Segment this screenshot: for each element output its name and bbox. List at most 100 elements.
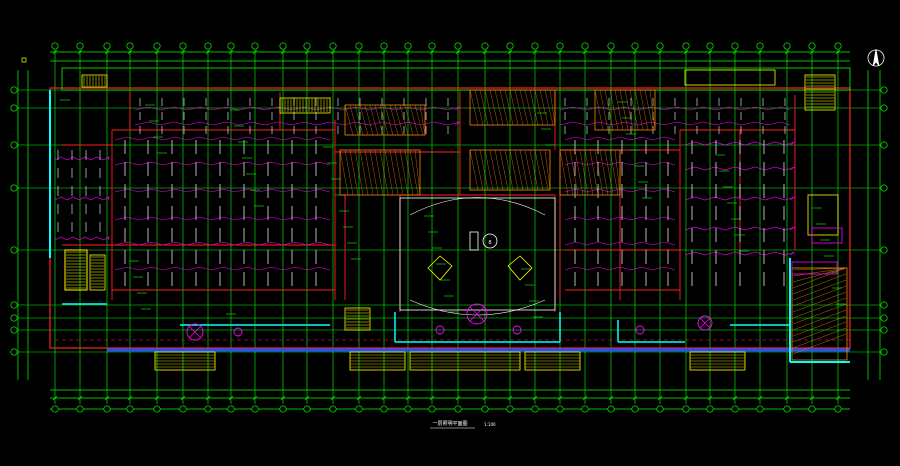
dimension-tick: [280, 49, 286, 55]
grid-bubble-icon: [179, 42, 187, 50]
atrium-label: 8: [488, 240, 491, 246]
dimension-tick: [205, 49, 211, 55]
grid-bubble-icon: [428, 42, 436, 50]
hatch-line: [504, 89, 514, 126]
hatch-line: [414, 104, 424, 136]
hatch-line: [594, 149, 604, 196]
grid-bubble-icon: [355, 42, 363, 50]
hatch-line: [344, 149, 354, 196]
hatch-line: [419, 104, 426, 136]
grid-bubble-icon: [454, 42, 462, 50]
grid-bubble-icon: [656, 42, 664, 50]
fixture-circle-icon: [435, 325, 445, 335]
hatch-line: [534, 149, 544, 191]
hatch-line: [629, 89, 639, 131]
grid-bubble-icon: [631, 405, 639, 413]
grid-bubble-icon: [428, 405, 436, 413]
fixture-circle-icon: [635, 325, 645, 335]
lighting-circuit: [54, 236, 110, 241]
equipment-panel: [791, 261, 838, 275]
dimension-tick: [127, 395, 133, 401]
hatch-line: [519, 149, 529, 191]
grid-bubble-icon: [153, 405, 161, 413]
dimension-tick: [252, 395, 258, 401]
dimension-tick: [205, 395, 211, 401]
dimension-tick: [608, 395, 614, 401]
dimension-tick: [784, 395, 790, 401]
grid-bubble-icon: [808, 405, 816, 413]
hatch-line: [634, 89, 644, 131]
grid-bubble-icon: [10, 141, 18, 149]
atrium-arc: [409, 197, 546, 216]
dimension-tick: [104, 49, 110, 55]
hatch-line: [594, 89, 604, 131]
grid-bubble-icon: [126, 42, 134, 50]
dimension-tick: [657, 395, 663, 401]
dimension-tick: [732, 395, 738, 401]
stair-icon: [684, 69, 776, 86]
dimension-tick: [280, 395, 286, 401]
grid-bubble-icon: [731, 42, 739, 50]
grid-bubble-icon: [607, 42, 615, 50]
grid-bubble-icon: [607, 405, 615, 413]
grid-bubble-icon: [783, 42, 791, 50]
lighting-circuit: [134, 106, 461, 111]
fixture-circle-icon: [233, 327, 243, 337]
hatch-line: [559, 149, 569, 196]
equipment-panel: [811, 227, 843, 244]
lighting-circuit: [564, 216, 676, 221]
hatch-line: [394, 149, 404, 196]
dimension-tick: [683, 395, 689, 401]
dimension-tick: [330, 395, 336, 401]
fixture-circle-icon: [697, 315, 713, 331]
hatch-line: [364, 104, 374, 136]
grid-bubble-icon: [880, 104, 888, 112]
grid-bubble-icon: [76, 42, 84, 50]
legend-marker: [21, 57, 27, 63]
grid-bubble-icon: [581, 405, 589, 413]
hatch-line: [549, 89, 556, 126]
hatch-line: [369, 104, 379, 136]
grid-bubble-icon: [227, 405, 235, 413]
lighting-circuit: [134, 121, 461, 126]
grid-bubble-icon: [404, 42, 412, 50]
grid-bubble-icon: [756, 42, 764, 50]
hatch-line: [389, 149, 399, 196]
grid-bubble-icon: [329, 405, 337, 413]
hatch-line: [614, 89, 624, 131]
dimension-tick: [784, 49, 790, 55]
dimension-tick: [757, 395, 763, 401]
grid-bubble-icon: [531, 42, 539, 50]
hatch-line: [369, 149, 379, 196]
grid-bubble-icon: [179, 405, 187, 413]
hatch-line: [384, 149, 394, 196]
dimension-tick: [557, 395, 563, 401]
service-core: [469, 89, 556, 126]
grid-bubble-icon: [279, 405, 287, 413]
hatch-line: [792, 285, 847, 307]
dimension-tick: [707, 49, 713, 55]
hatch-line: [644, 89, 654, 131]
stair-icon: [804, 74, 836, 111]
hatch-line: [609, 149, 619, 196]
grid-bubble-icon: [10, 184, 18, 192]
hatch-line: [404, 149, 414, 196]
grid-bubble-icon: [355, 405, 363, 413]
grid-bubble-icon: [531, 405, 539, 413]
dimension-tick: [228, 49, 234, 55]
lighting-circuit: [684, 226, 796, 231]
lighting-circuit: [564, 136, 676, 141]
grid-bubble-icon: [481, 42, 489, 50]
grid-bubble-icon: [880, 314, 888, 322]
stair-icon: [81, 74, 108, 88]
hatch-line: [359, 149, 369, 196]
grid-bubble-icon: [706, 42, 714, 50]
grid-bubble-icon: [103, 42, 111, 50]
dimension-tick: [809, 395, 815, 401]
dimension-tick: [52, 49, 58, 55]
lighting-circuit: [114, 266, 331, 271]
hatch-line: [524, 149, 534, 191]
dimension-tick: [429, 49, 435, 55]
hatch-line: [589, 149, 599, 196]
hatch-line: [394, 104, 404, 136]
